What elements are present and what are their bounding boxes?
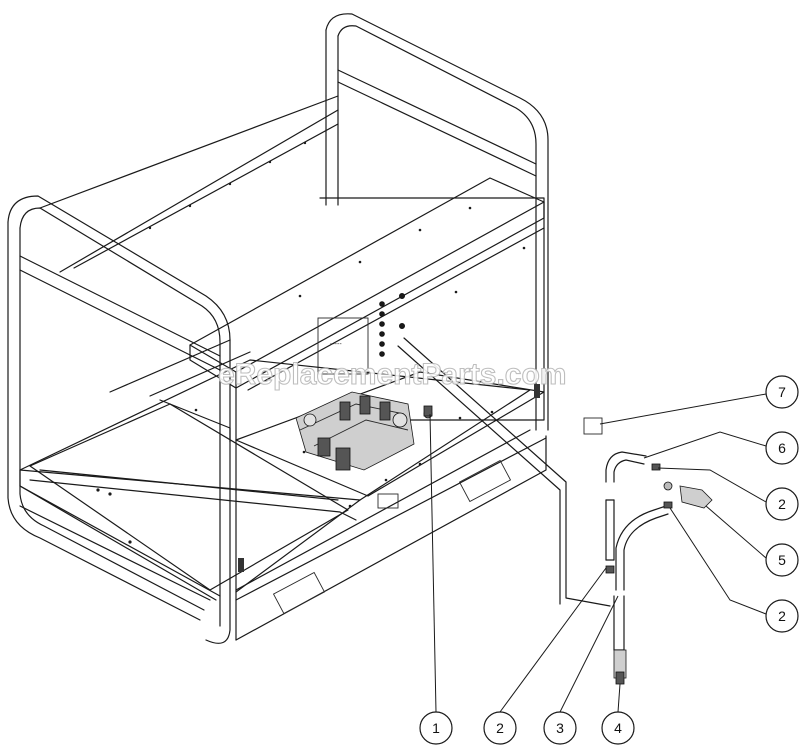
callout-1-bottom: 1 (419, 711, 453, 745)
callout-5-right: 5 (765, 543, 799, 577)
upper-shelf (189, 177, 545, 389)
callout-3-bottom: 3 (543, 711, 577, 745)
callout-label: 7 (778, 384, 786, 400)
svg-text:-----: ----- (330, 341, 342, 348)
callout-label: 6 (778, 440, 786, 456)
watermark-text: eReplacementParts.com (218, 358, 567, 391)
hose-assembly (397, 337, 713, 685)
callout-label: 3 (556, 720, 564, 736)
callout-label: 4 (614, 720, 622, 736)
callout-6-right: 6 (765, 431, 799, 465)
callout-label: 5 (778, 552, 786, 568)
leader-lines (429, 393, 767, 713)
callout-label: 1 (432, 720, 440, 736)
control-panel: ----- (235, 197, 545, 641)
callout-7-right: 7 (765, 375, 799, 409)
base-deck (19, 339, 547, 641)
callout-label: 2 (778, 608, 786, 624)
roll-cage-frame (7, 13, 549, 644)
pump-assembly (295, 391, 433, 471)
callout-2-bottom: 2 (483, 711, 517, 745)
callout-4-bottom: 4 (601, 711, 635, 745)
callout-label: 2 (778, 496, 786, 512)
callout-label: 2 (496, 720, 504, 736)
callout-2-right-upper: 2 (765, 487, 799, 521)
callout-2-right-lower: 2 (765, 599, 799, 633)
top-rails (39, 95, 339, 273)
